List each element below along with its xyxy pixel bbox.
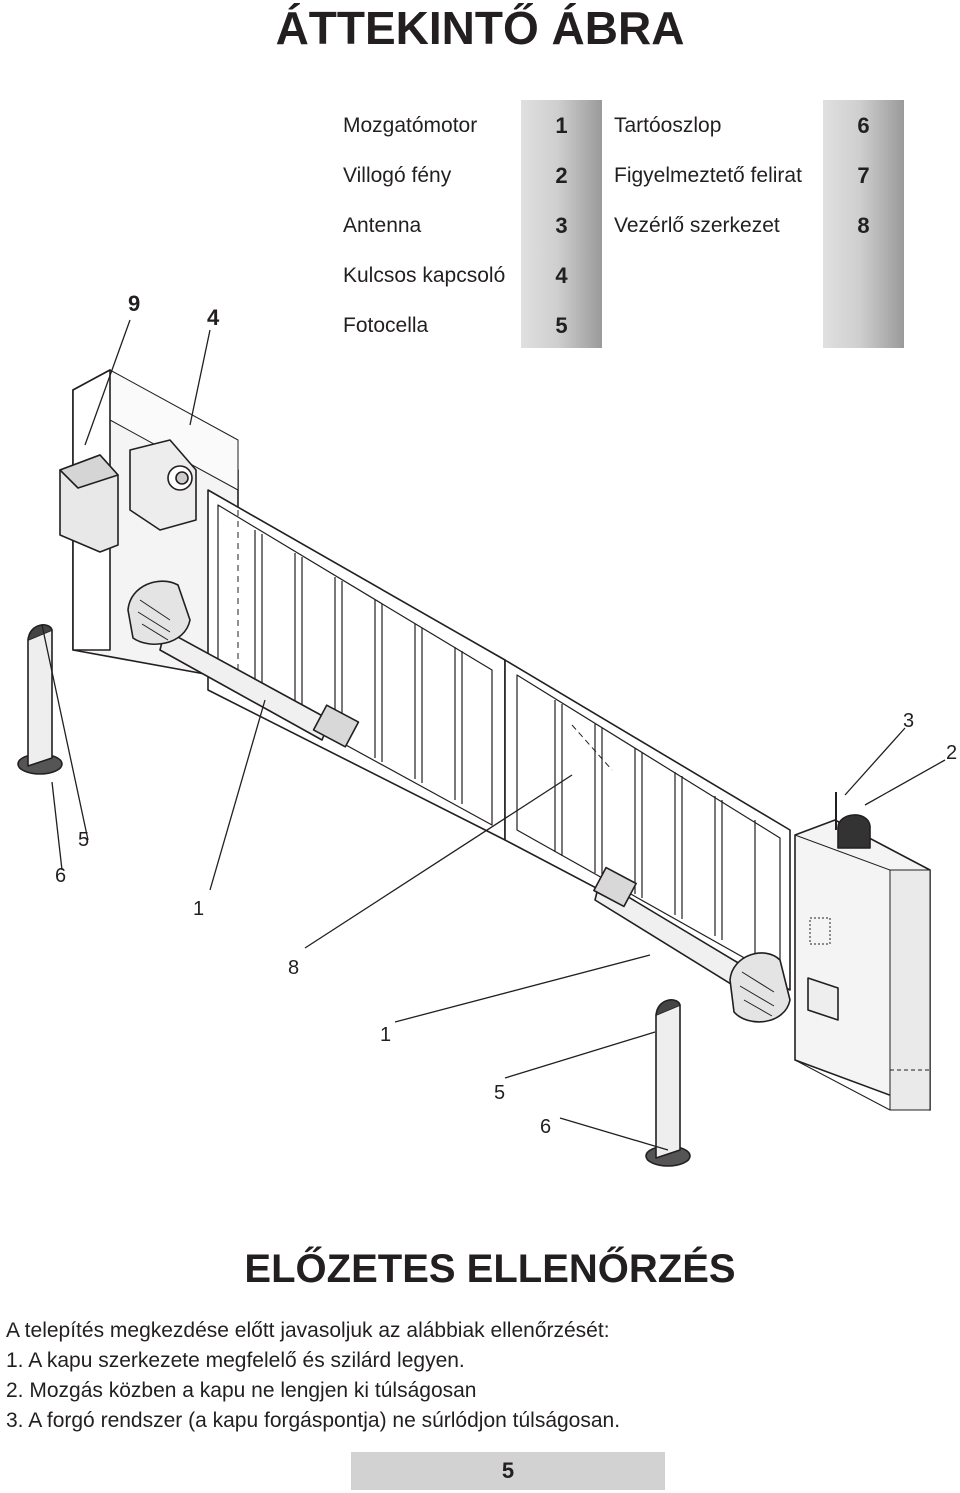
control-box (59, 454, 119, 553)
legend-item-label: Kulcsos kapcsoló (343, 264, 506, 287)
callout-1: 1 (380, 1024, 391, 1046)
callout-8: 8 (288, 957, 299, 979)
callout-2: 2 (946, 742, 957, 764)
legend-item-number: 3 (555, 213, 568, 238)
motor-left (127, 580, 360, 748)
callout-5: 5 (494, 1082, 505, 1104)
flashing-light-antenna (835, 792, 871, 849)
legend-item-number: 6 (857, 113, 870, 138)
legend-item-number: 8 (857, 213, 870, 238)
legend-number-bar-right (823, 100, 904, 348)
legend-item-number: 1 (555, 113, 568, 138)
callout-numbers: 9 4 3 2 5 6 1 8 1 5 6 (55, 291, 957, 1138)
section-title: ELŐZETES ELLENŐRZÉS (244, 1247, 736, 1291)
callout-6: 6 (55, 865, 66, 887)
intro-paragraph: A telepítés megkezdése előtt javasoljuk … (6, 1319, 610, 1342)
list-item: 1. A kapu szerkezete megfelelő és szilár… (6, 1349, 465, 1372)
legend-number-bar-left (521, 100, 602, 348)
key-switch (129, 439, 197, 531)
callout-3: 3 (903, 710, 914, 732)
legend-item-label: Villogó fény (343, 164, 452, 187)
precheck-text: A telepítés megkezdése előtt javasoljuk … (6, 1316, 956, 1436)
gate-installation-diagram: 9 4 3 2 5 6 1 8 1 5 6 (0, 290, 960, 1190)
legend-row: Antenna 3 Vezérlő szerkezet 8 (0, 211, 960, 241)
callout-9: 9 (128, 291, 140, 316)
motor-right (593, 866, 839, 1023)
warning-sign (809, 917, 831, 945)
right-pillar (794, 819, 931, 1111)
legend-row: Villogó fény 2 Figyelmeztető felirat 7 (0, 161, 960, 191)
gate-leaf-right (504, 659, 791, 991)
photocell-post-right (645, 999, 691, 1167)
gate-leaf-left (207, 489, 506, 841)
legend-item-number: 7 (857, 163, 870, 188)
page-number-bar: 5 (351, 1452, 665, 1490)
legend-item-number: 4 (555, 263, 568, 288)
legend-item-label: Fotocella (343, 314, 429, 337)
photocell-post-left (17, 624, 63, 775)
legend-row: Mozgatómotor 1 Tartóoszlop 6 (0, 111, 960, 141)
callout-6: 6 (540, 1116, 551, 1138)
legend-row: Fotocella 5 (0, 311, 960, 341)
page-title: ÁTTEKINTŐ ÁBRA (275, 2, 685, 54)
legend-item-label: Figyelmeztető felirat (614, 164, 802, 187)
legend-item-label: Vezérlő szerkezet (614, 214, 780, 237)
callout-4: 4 (207, 305, 220, 330)
legend-item-label: Tartóoszlop (614, 114, 722, 137)
legend-item-number: 2 (555, 163, 568, 188)
legend-item-label: Mozgatómotor (343, 114, 478, 137)
component-legend: Mozgatómotor 1 Tartóoszlop 6 Villogó fén… (0, 100, 960, 350)
callout-5: 5 (78, 829, 89, 851)
legend-row: Kulcsos kapcsoló 4 (0, 261, 960, 291)
legend-item-number: 5 (555, 313, 568, 338)
list-item: 2. Mozgás közben a kapu ne lengjen ki tú… (6, 1379, 477, 1402)
list-item: 3. A forgó rendszer (a kapu forgáspontja… (6, 1409, 621, 1432)
callout-1: 1 (193, 898, 204, 920)
page-number: 5 (501, 1458, 515, 1483)
callout-leader-lines (41, 319, 946, 1151)
legend-item-label: Antenna (343, 214, 422, 237)
